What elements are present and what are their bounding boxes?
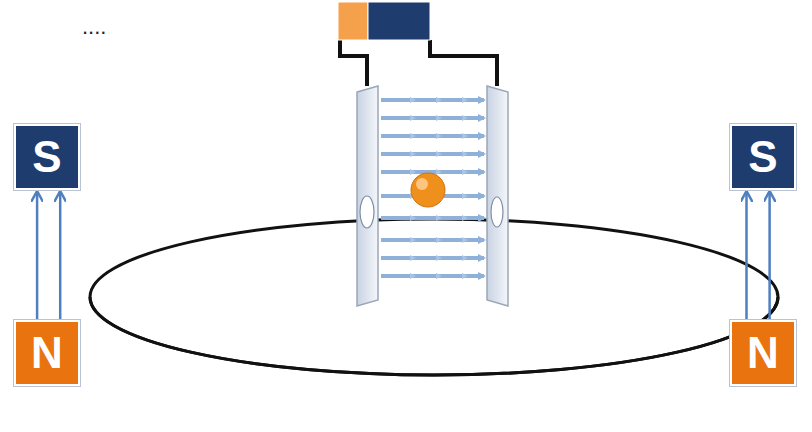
particle-highlight	[416, 178, 428, 190]
magnet-pole: N	[14, 320, 80, 386]
field-arrow-tick	[436, 133, 442, 139]
rf-source-orange	[338, 2, 368, 40]
field-arrow-tick	[410, 151, 416, 157]
field-line	[768, 192, 771, 319]
field-arrow-tick	[436, 115, 442, 121]
plate-hole	[491, 197, 503, 227]
field-arrow-tick	[436, 273, 442, 279]
magnet-pole: S	[14, 124, 80, 190]
field-arrow-tick	[410, 133, 416, 139]
field-arrow-tick	[410, 169, 416, 175]
field-arrow-tick	[436, 255, 442, 261]
electric-field	[381, 97, 484, 279]
field-arrow-tick	[436, 97, 442, 103]
field-arrow	[381, 274, 484, 278]
field-arrow-tick	[436, 169, 442, 175]
orbit-ring-front	[90, 297, 778, 375]
pole-letter: S	[32, 135, 61, 179]
field-arrow-tick	[410, 273, 416, 279]
field-arrow-tick	[410, 115, 416, 121]
field-arrow-tick	[462, 97, 468, 103]
field-arrow	[381, 134, 484, 138]
field-arrow	[381, 152, 484, 156]
field-arrow-tick	[410, 97, 416, 103]
field-arrow-tick	[462, 237, 468, 243]
rf-source-navy	[368, 2, 430, 40]
field-arrow-tick	[410, 215, 416, 221]
plate-hole	[360, 196, 374, 228]
field-arrow-tick	[436, 237, 442, 243]
left-plate	[357, 86, 378, 306]
field-arrow-tick	[410, 255, 416, 261]
feed-wire	[340, 40, 497, 86]
field-arrow	[381, 116, 484, 120]
field-arrow-tick	[462, 169, 468, 175]
pole-letter: N	[747, 331, 779, 375]
pole-letter: N	[31, 331, 63, 375]
field-arrow	[381, 256, 484, 260]
field-arrow-tick	[462, 215, 468, 221]
magnet-pole: N	[730, 320, 796, 386]
field-arrow-tick	[462, 151, 468, 157]
field-arrow-tick	[462, 133, 468, 139]
field-arrow	[381, 238, 484, 242]
field-arrow	[381, 98, 484, 102]
right-plate	[487, 86, 508, 306]
orbit-ring	[90, 219, 778, 375]
field-arrow-tick	[462, 115, 468, 121]
pole-letter: S	[748, 135, 777, 179]
field-arrow-tick	[462, 193, 468, 199]
particle	[411, 173, 445, 207]
field-arrow-tick	[462, 255, 468, 261]
field-arrow-tick	[410, 237, 416, 243]
heading-fragment: ....	[82, 14, 106, 40]
field-arrow-tick	[436, 215, 442, 221]
field-line	[745, 192, 748, 319]
field-arrow	[381, 216, 484, 220]
magnet-pole: S	[730, 124, 796, 190]
field-line	[36, 192, 39, 319]
field-arrow-tick	[462, 273, 468, 279]
field-arrow-tick	[436, 151, 442, 157]
field-line	[59, 192, 62, 319]
